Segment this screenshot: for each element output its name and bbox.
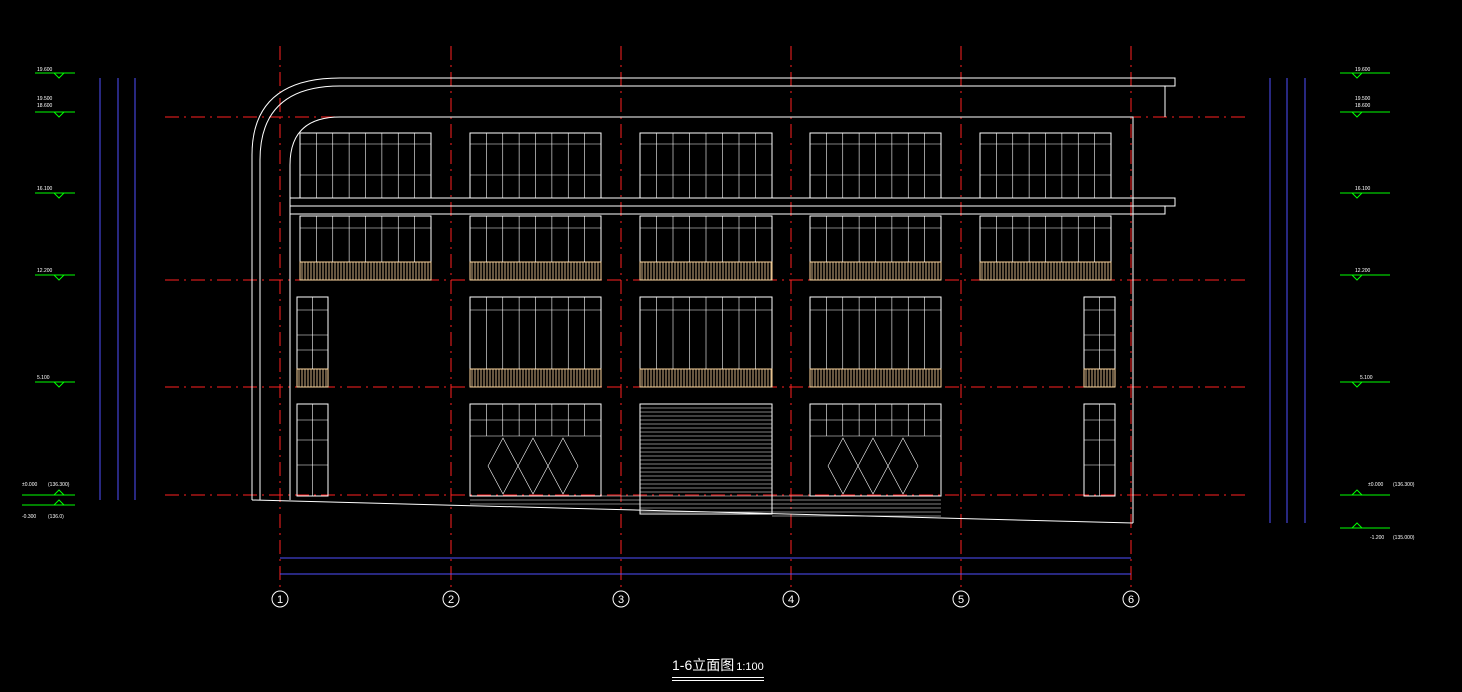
level-text: -1.200 <box>1370 535 1384 541</box>
level-markers-right <box>1340 72 1390 529</box>
level-text: (136.0) <box>48 514 64 520</box>
drawing-title: 1-6立面图 <box>672 657 735 673</box>
axis-label: 4 <box>788 594 794 606</box>
level-text: 18.600 <box>37 103 53 109</box>
level-text: 12.200 <box>1355 268 1371 274</box>
axis-labels: 1 2 3 4 5 6 <box>277 594 1134 606</box>
dimension-chain-left <box>99 78 136 500</box>
level-text: 16.100 <box>37 186 53 192</box>
railings-floor-2 <box>296 368 1116 388</box>
level-text: ±0.000 <box>1368 482 1383 488</box>
dimension-chain-right <box>1269 78 1306 523</box>
level-text: (136.300) <box>48 482 70 488</box>
level-text: 5.100 <box>37 375 50 381</box>
drawing-scale: 1:100 <box>736 661 764 673</box>
axis-lines-vertical <box>279 46 1132 590</box>
axis-bubbles <box>271 590 1140 608</box>
axis-label: 3 <box>618 594 624 606</box>
level-texts-left: 19.600 19.500 18.600 16.100 12.200 5.100… <box>22 67 70 520</box>
level-text: 19.500 <box>37 96 53 102</box>
level-texts-right: 19.600 19.500 18.600 16.100 12.200 5.100… <box>1355 67 1415 541</box>
level-text: ±0.000 <box>22 482 37 488</box>
level-text: 18.600 <box>1355 103 1371 109</box>
level-text: (135.000) <box>1393 535 1415 541</box>
windows-floor-1 <box>296 403 1116 497</box>
axis-label: 1 <box>277 594 283 606</box>
level-text: 19.600 <box>1355 67 1371 73</box>
dimension-lines-bottom <box>280 557 1131 575</box>
title-underline <box>672 677 764 678</box>
level-text: 19.600 <box>37 67 53 73</box>
level-text: -0.300 <box>22 514 36 520</box>
axis-label: 6 <box>1128 594 1134 606</box>
rolling-shutter <box>639 403 773 515</box>
level-text: 16.100 <box>1355 186 1371 192</box>
level-text: (136.300) <box>1393 482 1415 488</box>
axis-label: 2 <box>448 594 454 606</box>
entrance-steps <box>470 495 941 517</box>
axis-label: 5 <box>958 594 964 606</box>
level-markers-left <box>22 72 75 506</box>
level-text: 12.200 <box>37 268 53 274</box>
level-text: 5.100 <box>1360 375 1373 381</box>
title-underline-2 <box>672 680 764 681</box>
windows-floor-4 <box>299 132 1112 199</box>
level-text: 19.500 <box>1355 96 1371 102</box>
